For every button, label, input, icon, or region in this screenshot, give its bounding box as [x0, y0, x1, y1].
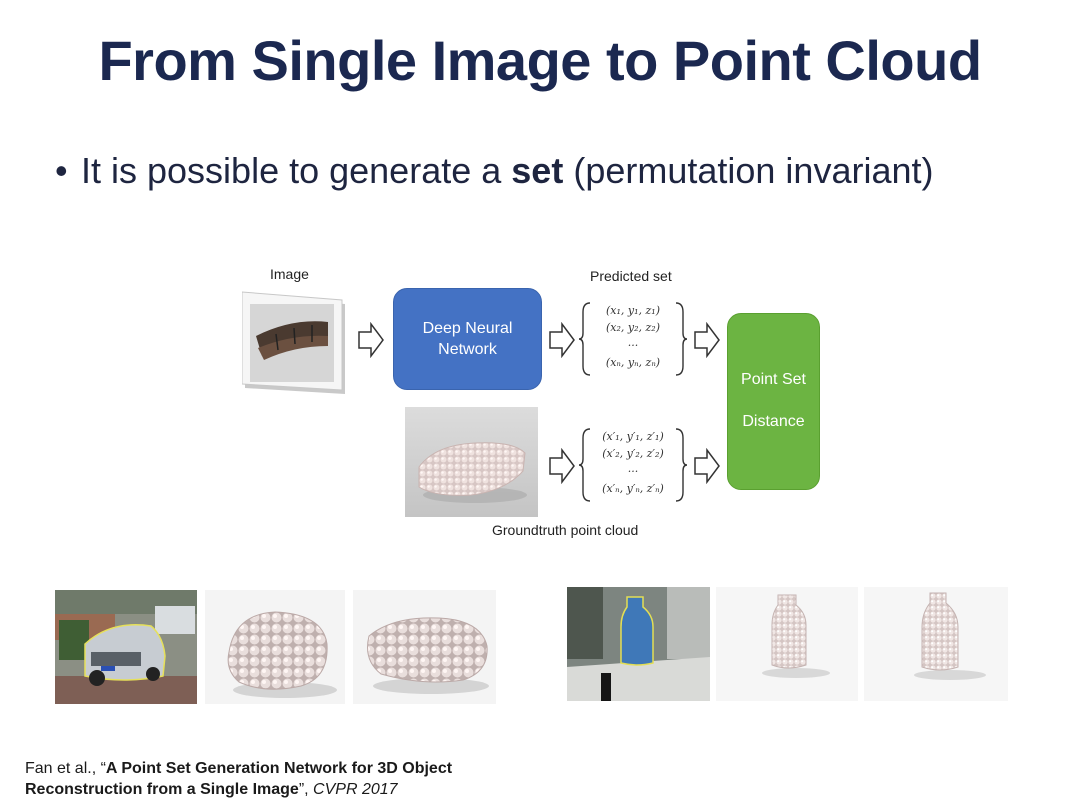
bullet-dot-icon: •: [55, 150, 68, 191]
car-pointcloud-view2-image: [353, 590, 496, 704]
groundtruth-row-n: (x′ₙ, y′ₙ, z′ₙ): [602, 482, 664, 495]
arrow-predicted-to-distance-icon: [694, 322, 720, 358]
predicted-row-2: (x₂, y₂, z₂): [605, 321, 660, 334]
car-pointcloud-view1-image: [205, 590, 345, 704]
groundtruth-label: Groundtruth point cloud: [492, 522, 639, 538]
predicted-set-label: Predicted set: [590, 268, 672, 284]
slide-title: From Single Image to Point Cloud: [98, 29, 982, 92]
bullet-point: • It is possible to generate a set (permu…: [55, 150, 934, 192]
predicted-set: (x₁, y₁, z₁) (x₂, y₂, z₂) ... (xₙ, yₙ, z…: [578, 300, 688, 378]
arrow-dnn-to-predicted-icon: [549, 322, 575, 358]
point-set-distance-box: Point Set Distance: [727, 313, 820, 490]
predicted-row-n: (xₙ, yₙ, zₙ): [605, 356, 661, 369]
citation-title-line1: A Point Set Generation Network for 3D Ob…: [105, 760, 453, 777]
citation: Fan et al., “A Point Set Generation Netw…: [25, 758, 452, 800]
predicted-row-ellipsis: ...: [627, 336, 639, 349]
citation-title-line2: Reconstruction from a Single Image: [25, 781, 299, 798]
groundtruth-row-ellipsis: ...: [627, 462, 639, 475]
car-photo-thumbnail: [55, 590, 197, 704]
citation-authors: Fan et al., “: [25, 760, 106, 777]
groundtruth-row-1: (x′₁, y′₁, z′₁): [602, 430, 664, 443]
input-image-thumbnail: [242, 291, 345, 394]
groundtruth-pointcloud-image: [405, 407, 538, 517]
bullet-text-prefix: It is possible to generate a: [81, 150, 502, 191]
image-label: Image: [270, 266, 309, 282]
bullet-text-suffix: (permutation invariant): [573, 150, 934, 191]
predicted-row-1: (x₁, y₁, z₁): [605, 304, 660, 317]
citation-close-quote: ”,: [298, 781, 314, 798]
bottle-pointcloud-view2-image: [864, 587, 1008, 701]
bullet-text-bold: set: [511, 150, 564, 191]
citation-venue: CVPR 2017: [313, 781, 398, 798]
deep-neural-network-box: Deep Neural Network: [393, 288, 542, 390]
bottle-photo-thumbnail: [567, 587, 710, 701]
psd-label-line2: Distance: [742, 413, 805, 430]
arrow-gt-to-set-icon: [549, 448, 575, 484]
arrow-gtset-to-distance-icon: [694, 448, 720, 484]
dnn-label-line2: Network: [438, 341, 497, 358]
dnn-label-line1: Deep Neural: [422, 320, 513, 337]
bottle-pointcloud-view1-image: [716, 587, 858, 701]
psd-label-line1: Point Set: [741, 371, 806, 388]
groundtruth-set: (x′₁, y′₁, z′₁) (x′₂, y′₂, z′₂) ... (x′ₙ…: [578, 426, 688, 504]
arrow-image-to-dnn-icon: [358, 322, 384, 358]
predicted-set-braces-icon: [578, 302, 688, 376]
groundtruth-set-braces-icon: [578, 428, 688, 502]
groundtruth-row-2: (x′₂, y′₂, z′₂): [602, 447, 664, 460]
